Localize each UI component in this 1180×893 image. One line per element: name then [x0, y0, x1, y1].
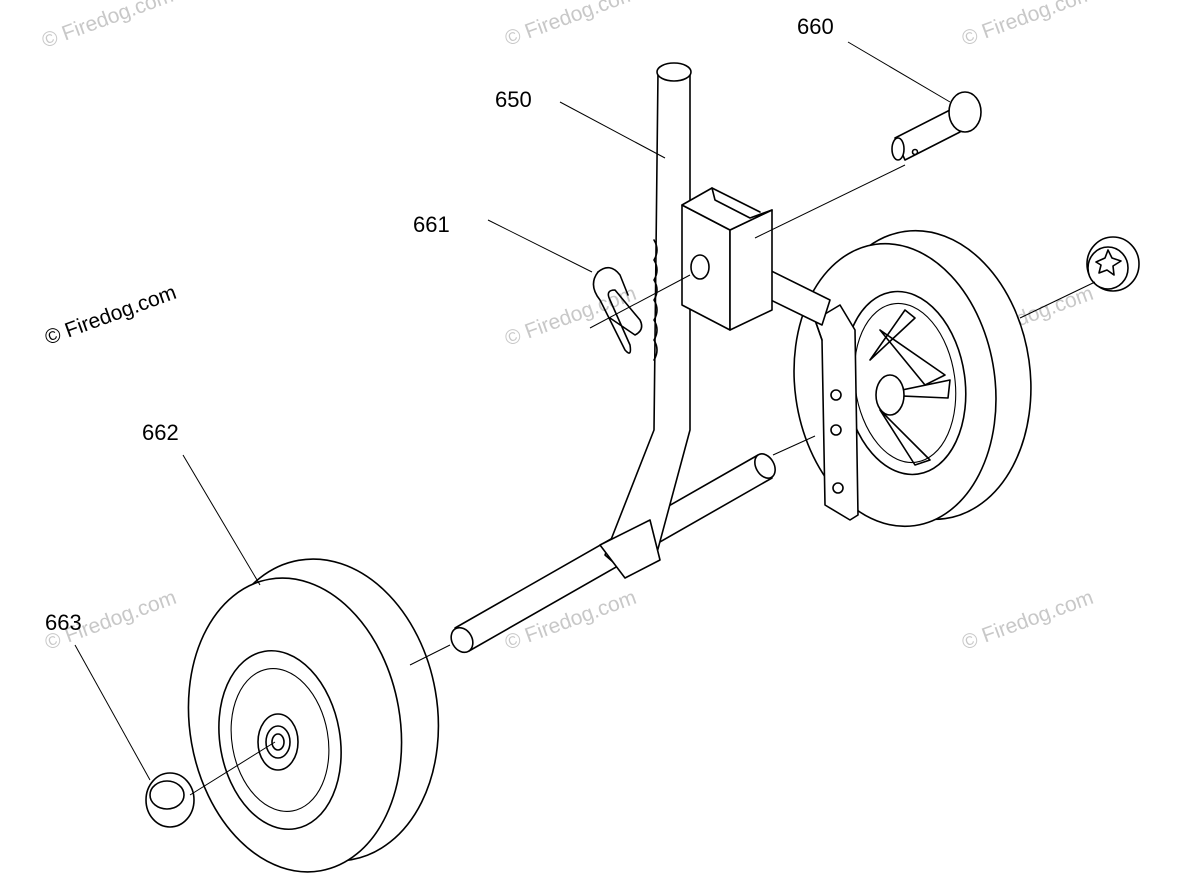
callout-661: 661: [413, 212, 450, 237]
watermark: © Firedog.com: [502, 282, 640, 351]
leader-lines: [74, 41, 1096, 796]
callout-663: 663: [45, 610, 82, 635]
callout-662: 662: [142, 420, 179, 445]
watermark: © Firedog.com: [959, 586, 1097, 655]
right-wheel: [793, 229, 1032, 528]
watermark: © Firedog.com: [42, 281, 180, 350]
clevis-pin: [891, 91, 982, 161]
handle-tube: [599, 62, 692, 579]
watermark: © Firedog.com: [502, 0, 640, 51]
callout-660: 660: [797, 14, 834, 39]
watermark: © Firedog.com: [959, 0, 1097, 51]
left-hub-cap: [145, 772, 195, 828]
callout-labels: 660 650 661 662 663: [45, 14, 834, 635]
hairpin-clip: [592, 266, 643, 354]
watermark: © Firedog.com: [39, 0, 177, 53]
callout-650: 650: [495, 87, 532, 112]
left-wheel: [187, 558, 440, 873]
wheel-arm: [814, 304, 859, 521]
right-hub-cap: [1086, 236, 1140, 292]
bracket-block: [681, 187, 773, 331]
